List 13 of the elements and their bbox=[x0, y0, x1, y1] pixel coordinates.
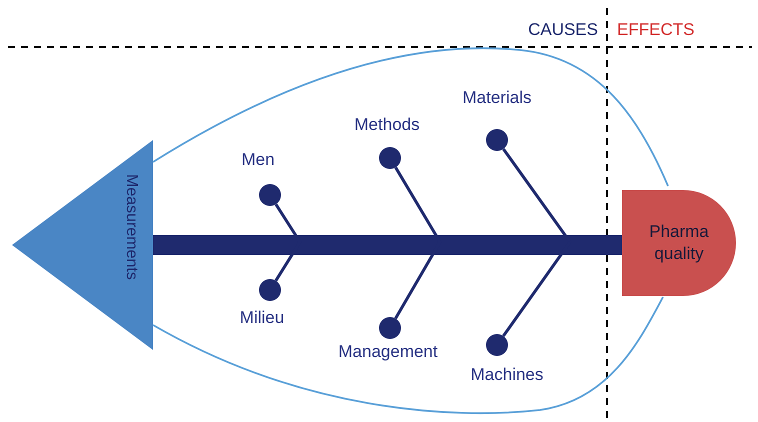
cause-label: Materials bbox=[462, 88, 532, 108]
section-heading: CAUSES bbox=[528, 20, 598, 40]
section-heading: EFFECTS bbox=[617, 20, 694, 40]
cause-label: Management bbox=[338, 342, 438, 362]
cause-label: Methods bbox=[354, 115, 420, 135]
tail-label: Measurements bbox=[122, 174, 141, 280]
cause-label: Machines bbox=[470, 365, 544, 385]
fish-tail-triangle bbox=[12, 140, 153, 350]
cause-label: Milieu bbox=[240, 308, 284, 328]
spine-line bbox=[153, 235, 622, 255]
cause-label: Men bbox=[241, 150, 275, 170]
effect-label: Pharma quality bbox=[648, 221, 710, 265]
fish-head-shape bbox=[622, 190, 736, 296]
